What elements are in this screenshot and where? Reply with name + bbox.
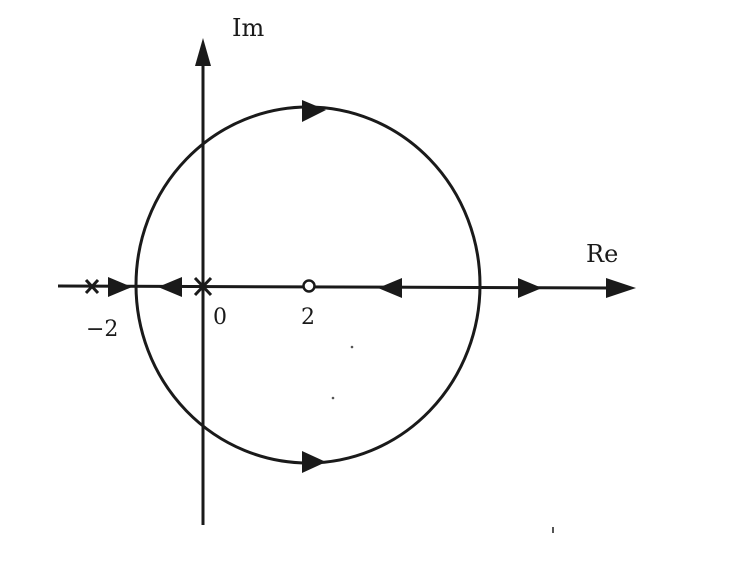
real-axis-arrowhead [606,278,636,298]
real-axis-label: Re [586,240,618,268]
real-axis-arrow-toward-origin [158,277,182,297]
tick-label-minus-2: −2 [86,317,118,342]
speck [331,396,335,400]
real-axis-arrow-outward [518,278,542,298]
imaginary-axis-label: Im [232,14,264,42]
tick-label-2: 2 [301,305,315,330]
real-axis-arrow-toward-zero [378,278,402,298]
zero-marker-2 [302,279,316,293]
speck [350,345,354,349]
speck [552,527,554,533]
circle-bottom-arrow [302,451,326,473]
circle-top-arrow [302,100,326,122]
tick-label-0: 0 [213,305,227,330]
imaginary-axis-arrowhead [195,38,211,66]
pole-marker-origin [193,276,213,297]
real-axis-arrow-left-segment [108,277,132,297]
pole-marker-minus-2 [84,278,100,295]
